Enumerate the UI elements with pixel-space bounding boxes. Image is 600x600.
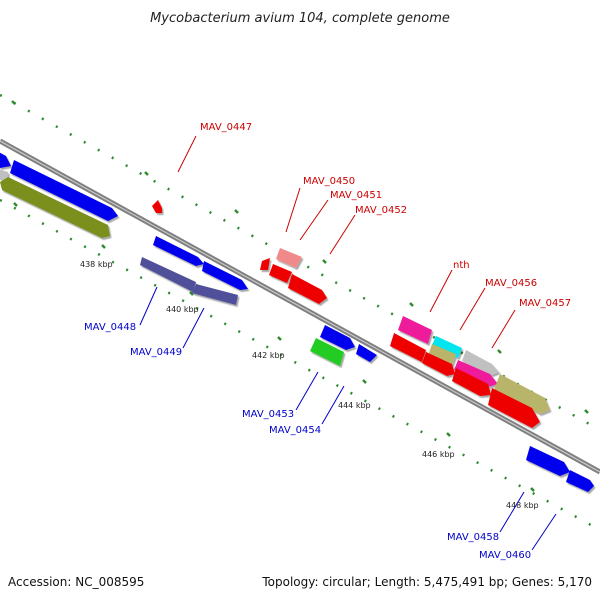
- tick-mark: [409, 302, 414, 307]
- gene-labels: MAV_0447 MAV_0450 MAV_0451 MAV_0452 nth …: [84, 122, 571, 561]
- genome-backbone: [0, 138, 600, 475]
- tick-mark: [13, 202, 18, 207]
- gene-label-MAV_0450: MAV_0450: [303, 176, 355, 187]
- tick-mark: [530, 487, 535, 492]
- leader-MAV_0454: [321, 385, 345, 425]
- tick-mark: [234, 209, 239, 214]
- gene-arrow-MAV_0457: [494, 374, 550, 414]
- topology-text: Topology: circular; Length: 5,475,491 bp…: [261, 575, 592, 589]
- tick-mark: [584, 409, 589, 414]
- gene-arrow-MAV_0454: [310, 338, 344, 366]
- tick-label-442: 442 kbp: [252, 351, 285, 360]
- tick-mark: [101, 244, 106, 249]
- leader-MAV_0451: [299, 199, 329, 241]
- gene-arrow-red: [488, 388, 540, 428]
- gene-arrow-blue: [0, 152, 11, 168]
- tick-mark: [144, 171, 149, 176]
- gene-arrow-MAV_0447: [152, 200, 162, 213]
- gene-arrow-nth: [398, 316, 432, 344]
- gene-arrow-blue: [10, 160, 118, 221]
- gene-arrow-MAV_0456: [428, 344, 456, 366]
- gene-label-MAV_0457: MAV_0457: [519, 298, 571, 309]
- gene-label-MAV_0447: MAV_0447: [200, 122, 252, 133]
- major-ticks: [11, 100, 589, 492]
- gene-arrow-MAV_0453: [320, 325, 355, 350]
- gene-arrow-blue: [356, 344, 377, 362]
- gene-arrow-red: [452, 368, 491, 396]
- tick-mark: [362, 379, 367, 384]
- leader-MAV_0453: [295, 371, 319, 411]
- leader-MAV_0460: [531, 513, 557, 551]
- gene-label-MAV_0452: MAV_0452: [355, 205, 407, 216]
- gene-label-MAV_0453: MAV_0453: [242, 409, 294, 420]
- leader-MAV_0449: [182, 307, 205, 349]
- gene-arrow-silver: [462, 350, 499, 375]
- gene-label-MAV_0454: MAV_0454: [269, 425, 321, 436]
- tick-label-448: 448 kbp: [506, 501, 539, 510]
- tick-label-438: 438 kbp: [80, 260, 113, 269]
- leader-nth: [429, 269, 453, 313]
- tick-label-446: 446 kbp: [422, 450, 455, 459]
- tick-label-444: 444 kbp: [338, 401, 371, 410]
- leader-MAV_0458: [499, 491, 525, 533]
- gene-label-MAV_0456: MAV_0456: [485, 278, 537, 289]
- gene-arrow-MAV_0460: [566, 470, 594, 492]
- gene-arrow-red: [422, 352, 455, 376]
- leader-MAV_0457: [491, 309, 516, 349]
- backbone-highlight: [0, 140, 600, 473]
- gene-arrow-red: [390, 333, 426, 362]
- gene-arrow-cyan: [432, 336, 462, 358]
- gene-label-nth: nth: [453, 260, 470, 271]
- leader-MAV_0452: [329, 214, 356, 255]
- tick-mark: [11, 100, 16, 105]
- gene-label-MAV_0451: MAV_0451: [330, 190, 382, 201]
- gene-arrow-MAV_0450: [276, 248, 302, 268]
- gene-label-MAV_0448: MAV_0448: [84, 322, 136, 333]
- tick-mark: [277, 336, 282, 341]
- map-title: Mycobacterium avium 104, complete genome: [150, 11, 450, 26]
- gene-arrow-blue: [153, 236, 204, 266]
- tick-label-440: 440 kbp: [166, 305, 199, 314]
- leader-MAV_0450: [285, 187, 301, 233]
- gene-arrow-magenta: [454, 360, 498, 387]
- gene-label-MAV_0460: MAV_0460: [479, 550, 531, 561]
- tick-mark: [189, 291, 194, 296]
- scale-rings: [0, 93, 600, 532]
- leader-MAV_0448: [139, 286, 158, 326]
- gene-label-MAV_0449: MAV_0449: [130, 347, 182, 358]
- tick-mark: [497, 349, 502, 354]
- tick-mark: [446, 432, 451, 437]
- gene-arrow-red: [269, 264, 292, 283]
- gene-arrow-blue: [202, 261, 248, 290]
- gene-arrow-MAV_0449: [192, 284, 238, 305]
- leader-MAV_0447: [177, 135, 197, 173]
- accession-text: Accession: NC_008595: [8, 575, 144, 589]
- gene-arrow-MAV_0458: [526, 446, 570, 476]
- leader-MAV_0456: [459, 287, 486, 331]
- gene-arrow-MAV_0448: [140, 257, 196, 292]
- gene-arrow-MAV_0452: [288, 274, 327, 304]
- label-leaders: [139, 135, 557, 551]
- tick-mark: [322, 259, 327, 264]
- gene-arrow-olive: [0, 177, 110, 238]
- inner-ring-dots: [0, 198, 600, 532]
- gene-arrow-MAV_0451: [260, 258, 270, 270]
- gene-label-MAV_0458: MAV_0458: [447, 532, 499, 543]
- gene-features: [0, 152, 594, 492]
- tick-labels: 438 kbp 440 kbp 442 kbp 444 kbp 446 kbp …: [80, 260, 539, 510]
